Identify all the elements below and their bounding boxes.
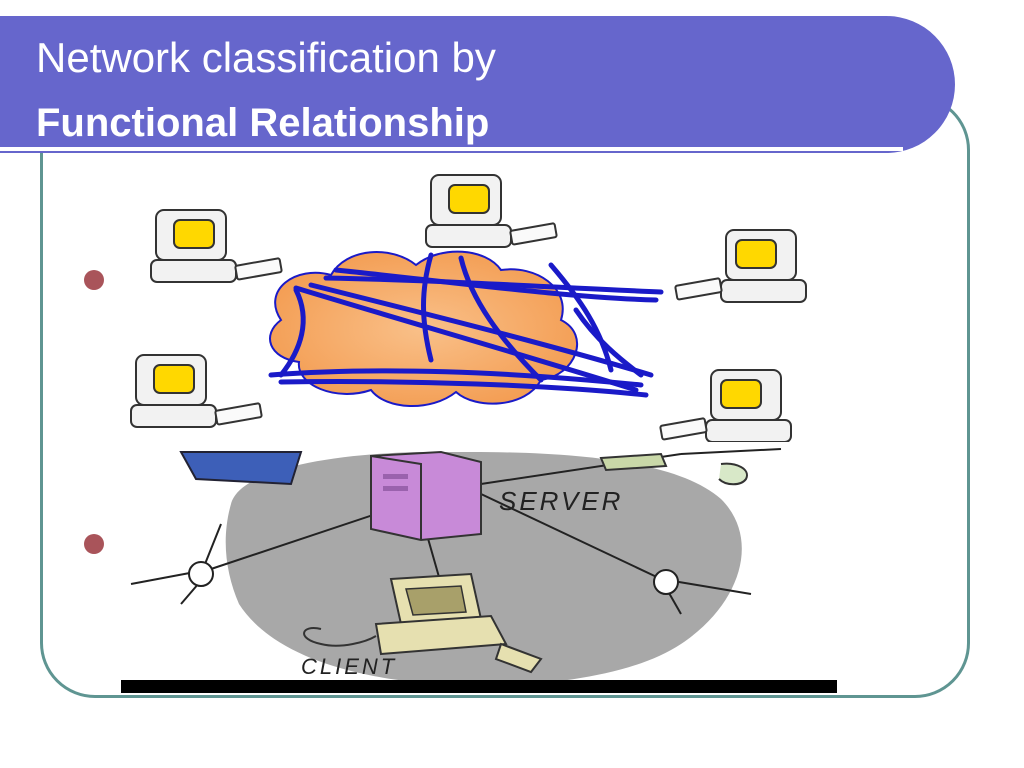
bullet-dot-1: [84, 270, 104, 290]
laptop-icon: [599, 452, 748, 486]
title-banner: Network classification by Functional Rel…: [0, 16, 955, 153]
network-zone: [225, 451, 742, 686]
workstation-icon: [659, 369, 792, 442]
client-computer-icon: [303, 572, 543, 674]
network-lines: [268, 252, 664, 398]
title-line-1: Network classification by: [36, 34, 496, 81]
peer-to-peer-network-illustration: [121, 170, 848, 442]
client-label: CLIENT: [301, 654, 397, 679]
workstation-icon: [674, 229, 807, 303]
title-underline: [0, 147, 903, 151]
workstation-icon: [425, 174, 558, 248]
workstation-icon: [150, 209, 283, 283]
workstation-icon: [130, 354, 263, 428]
network-node: [188, 561, 214, 587]
title-line-2: Functional Relationship: [36, 101, 490, 145]
network-node: [653, 569, 679, 595]
client-server-svg: SERVER CLIENT: [121, 444, 837, 693]
server-label: SERVER: [499, 486, 623, 516]
bullet-dot-2: [84, 534, 104, 554]
server-tower-icon: [370, 450, 482, 542]
client-server-network-illustration: SERVER CLIENT: [121, 444, 837, 693]
peer-to-peer-svg: [130, 174, 807, 442]
